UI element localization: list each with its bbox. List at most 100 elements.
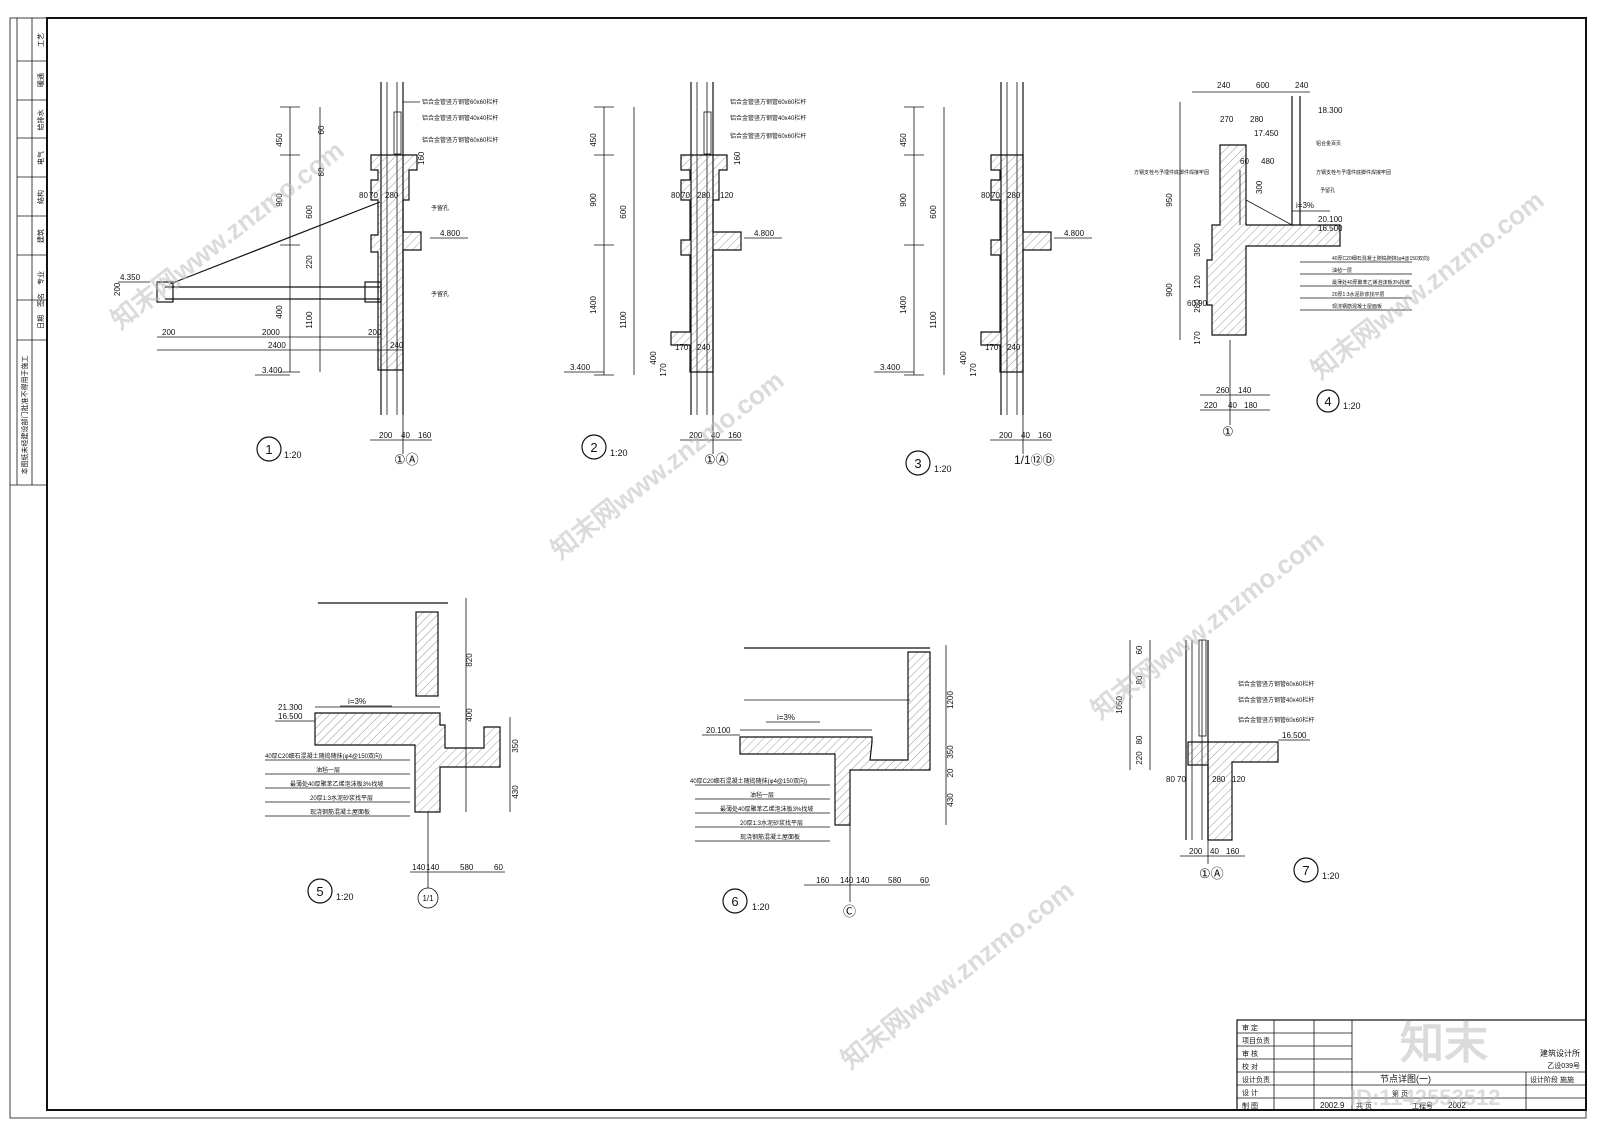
d1-label-num: 1 <box>265 442 272 457</box>
d3-label-scale: 1:20 <box>934 464 952 474</box>
d6-axis: Ⓒ <box>843 904 856 919</box>
d6-vdim-1: 350 <box>946 745 955 759</box>
d2-vdim-2: 600 <box>619 205 628 219</box>
d5-layer-3: 20厚1:3水泥砂浆找平层 <box>310 794 373 802</box>
d2-axis: ①Ⓐ <box>704 452 729 467</box>
tb-row-5: 设 计 <box>1242 1088 1258 1097</box>
d7-note-b: 铝合金管竖方钢管40x40栏杆 <box>1238 696 1314 704</box>
d5-vdim-2: 350 <box>511 739 520 753</box>
tb-date: 2002.9 <box>1320 1101 1345 1110</box>
rail-post <box>393 111 402 155</box>
d6-layer-0: 40厚C20细石混凝土随捣随抹(φ4@150双向) <box>690 777 807 785</box>
d1-hdim-0: 200 <box>162 328 176 337</box>
d7-vdim-4: 80 <box>1135 675 1144 684</box>
d5-layer-2: 最薄处40厚聚苯乙烯泡沫板3%找坡 <box>290 780 383 788</box>
d1-side-80: 80 <box>359 191 368 200</box>
strip-sign-1: 签名 <box>36 293 45 307</box>
d3-side-80: 80 <box>981 191 990 200</box>
d4-dim-900: 900 <box>1165 283 1174 297</box>
d3-label-circle <box>905 450 931 476</box>
d2-vdim-3: 1400 <box>589 296 598 314</box>
d1-side-160: 160 <box>417 151 426 165</box>
d6-elev-0: 20.100 <box>706 726 731 735</box>
strip-label-1: 暖通 <box>36 73 45 87</box>
d4-elev-0: 18.300 <box>1318 106 1343 115</box>
d5-vdim-3: 430 <box>511 785 520 799</box>
d4-note-6: 最薄处40厚聚苯乙烯泡沫板3%找坡 <box>1332 279 1410 286</box>
canopy-root <box>364 281 382 303</box>
d4-dim-950: 950 <box>1165 193 1174 207</box>
d2-side-240: 240 <box>697 343 711 352</box>
d2-vdim-4: 1100 <box>619 311 628 329</box>
d2-label-circle <box>581 434 607 460</box>
d4-note-3: 予留孔 <box>1320 187 1335 194</box>
d4-top-0: 240 <box>1217 81 1231 90</box>
d7-side-0: 80 <box>1166 775 1175 784</box>
d3-vdim-4: 1100 <box>929 311 938 329</box>
tb-sheet-total: 共 页 <box>1356 1101 1372 1110</box>
d4-elev-1: 17.450 <box>1254 129 1279 138</box>
tb-row-0: 审 定 <box>1242 1023 1258 1032</box>
roof-slab <box>314 712 501 813</box>
d4-dim-120: 120 <box>1193 275 1202 289</box>
d1-vdim-3: 1100 <box>305 311 314 329</box>
d1-side-70: 70 <box>369 191 378 200</box>
d7-side-1: 70 <box>1177 775 1186 784</box>
d2-side-160: 160 <box>733 151 742 165</box>
detail-7: 1050 80 220 60 80 铝合金管竖方钢管60x60栏杆 铝合金管竖方… <box>1115 639 1340 883</box>
d7-label-circle <box>1293 857 1319 883</box>
d7-bot-2: 160 <box>1226 847 1240 856</box>
left-strip: 工艺 暖通 给排水 电气 结构 建筑 专业 签名 日期 本图纸未经建设部门批准不… <box>10 18 47 486</box>
d3-bot-2: 160 <box>1038 431 1052 440</box>
d7-bot-0: 200 <box>1189 847 1203 856</box>
d1-elev-3400: 3.400 <box>262 366 283 375</box>
watermark-logo: 知末 <box>1400 1019 1488 1068</box>
d4-dim-90: 90 <box>1198 299 1207 308</box>
d5-label-scale: 1:20 <box>336 892 354 902</box>
d4-label-circle <box>1316 389 1340 413</box>
detail-5: 820 400 350 430 21.300 16.500 i=3% 40厚C2… <box>265 598 520 909</box>
d6-vdim-0: 1200 <box>946 691 955 709</box>
tb-projno-label: 工程号 <box>1412 1101 1433 1110</box>
d7-axis: ①Ⓐ <box>1199 866 1224 881</box>
d5-layer-0: 40厚C20细石混凝土随捣随抹(φ4@150双向) <box>265 752 382 760</box>
d2-note-b: 铝合金管竖方钢管40x40栏杆 <box>730 114 806 122</box>
d6-layer-1: 油毡一层 <box>750 791 774 799</box>
watermark-text: 知末网www.znzmo.com <box>545 365 789 565</box>
d2-bot-0: 200 <box>689 431 703 440</box>
d3-elev-4800: 4.800 <box>1064 229 1085 238</box>
d3-side-280: 280 <box>1007 191 1021 200</box>
d7-bot-1: 40 <box>1210 847 1219 856</box>
tb-row-3: 校 对 <box>1242 1062 1258 1071</box>
d2-side-170: 170 <box>675 343 689 352</box>
d5-bot-1: 140 <box>426 863 440 872</box>
d1-elev-4350: 4.350 <box>120 273 141 282</box>
d6-vdim-2: 20 <box>946 768 955 777</box>
d2-bot-1: 40 <box>711 431 720 440</box>
d1-vdim-4: 220 <box>305 255 314 269</box>
d1-vdim-1: 900 <box>275 193 284 207</box>
d2-label-scale: 1:20 <box>610 448 628 458</box>
d2-vdim-6: 170 <box>659 363 668 377</box>
d1-vdim-0: 450 <box>275 133 284 147</box>
d4-dim-280: 280 <box>1250 115 1264 124</box>
d7-vdim-1: 80 <box>1135 735 1144 744</box>
tb-sheet-no: 第 页 <box>1392 1089 1408 1098</box>
d2-vdim-0: 450 <box>589 133 598 147</box>
d2-elev-4800: 4.800 <box>754 229 775 238</box>
strip-label-4: 结构 <box>36 190 45 204</box>
detail-3: 450 900 1400 600 1100 400 170 280 80 70 … <box>874 82 1092 476</box>
strip-label-2: 给排水 <box>36 110 45 131</box>
rail-post <box>703 111 712 155</box>
tb-row-2: 审 核 <box>1242 1049 1258 1058</box>
d1-bot-1: 40 <box>401 431 410 440</box>
d3-vdim-1: 900 <box>899 193 908 207</box>
outer-border <box>9 17 1587 1119</box>
d2-vdim-1: 900 <box>589 193 598 207</box>
d1-hdim-2: 200 <box>368 328 382 337</box>
d4-dim-60: 60 <box>1187 299 1196 308</box>
d1-note-hole: 予留孔 <box>431 204 449 212</box>
d7-label-scale: 1:20 <box>1322 871 1340 881</box>
d5-slope: i=3% <box>348 697 366 706</box>
